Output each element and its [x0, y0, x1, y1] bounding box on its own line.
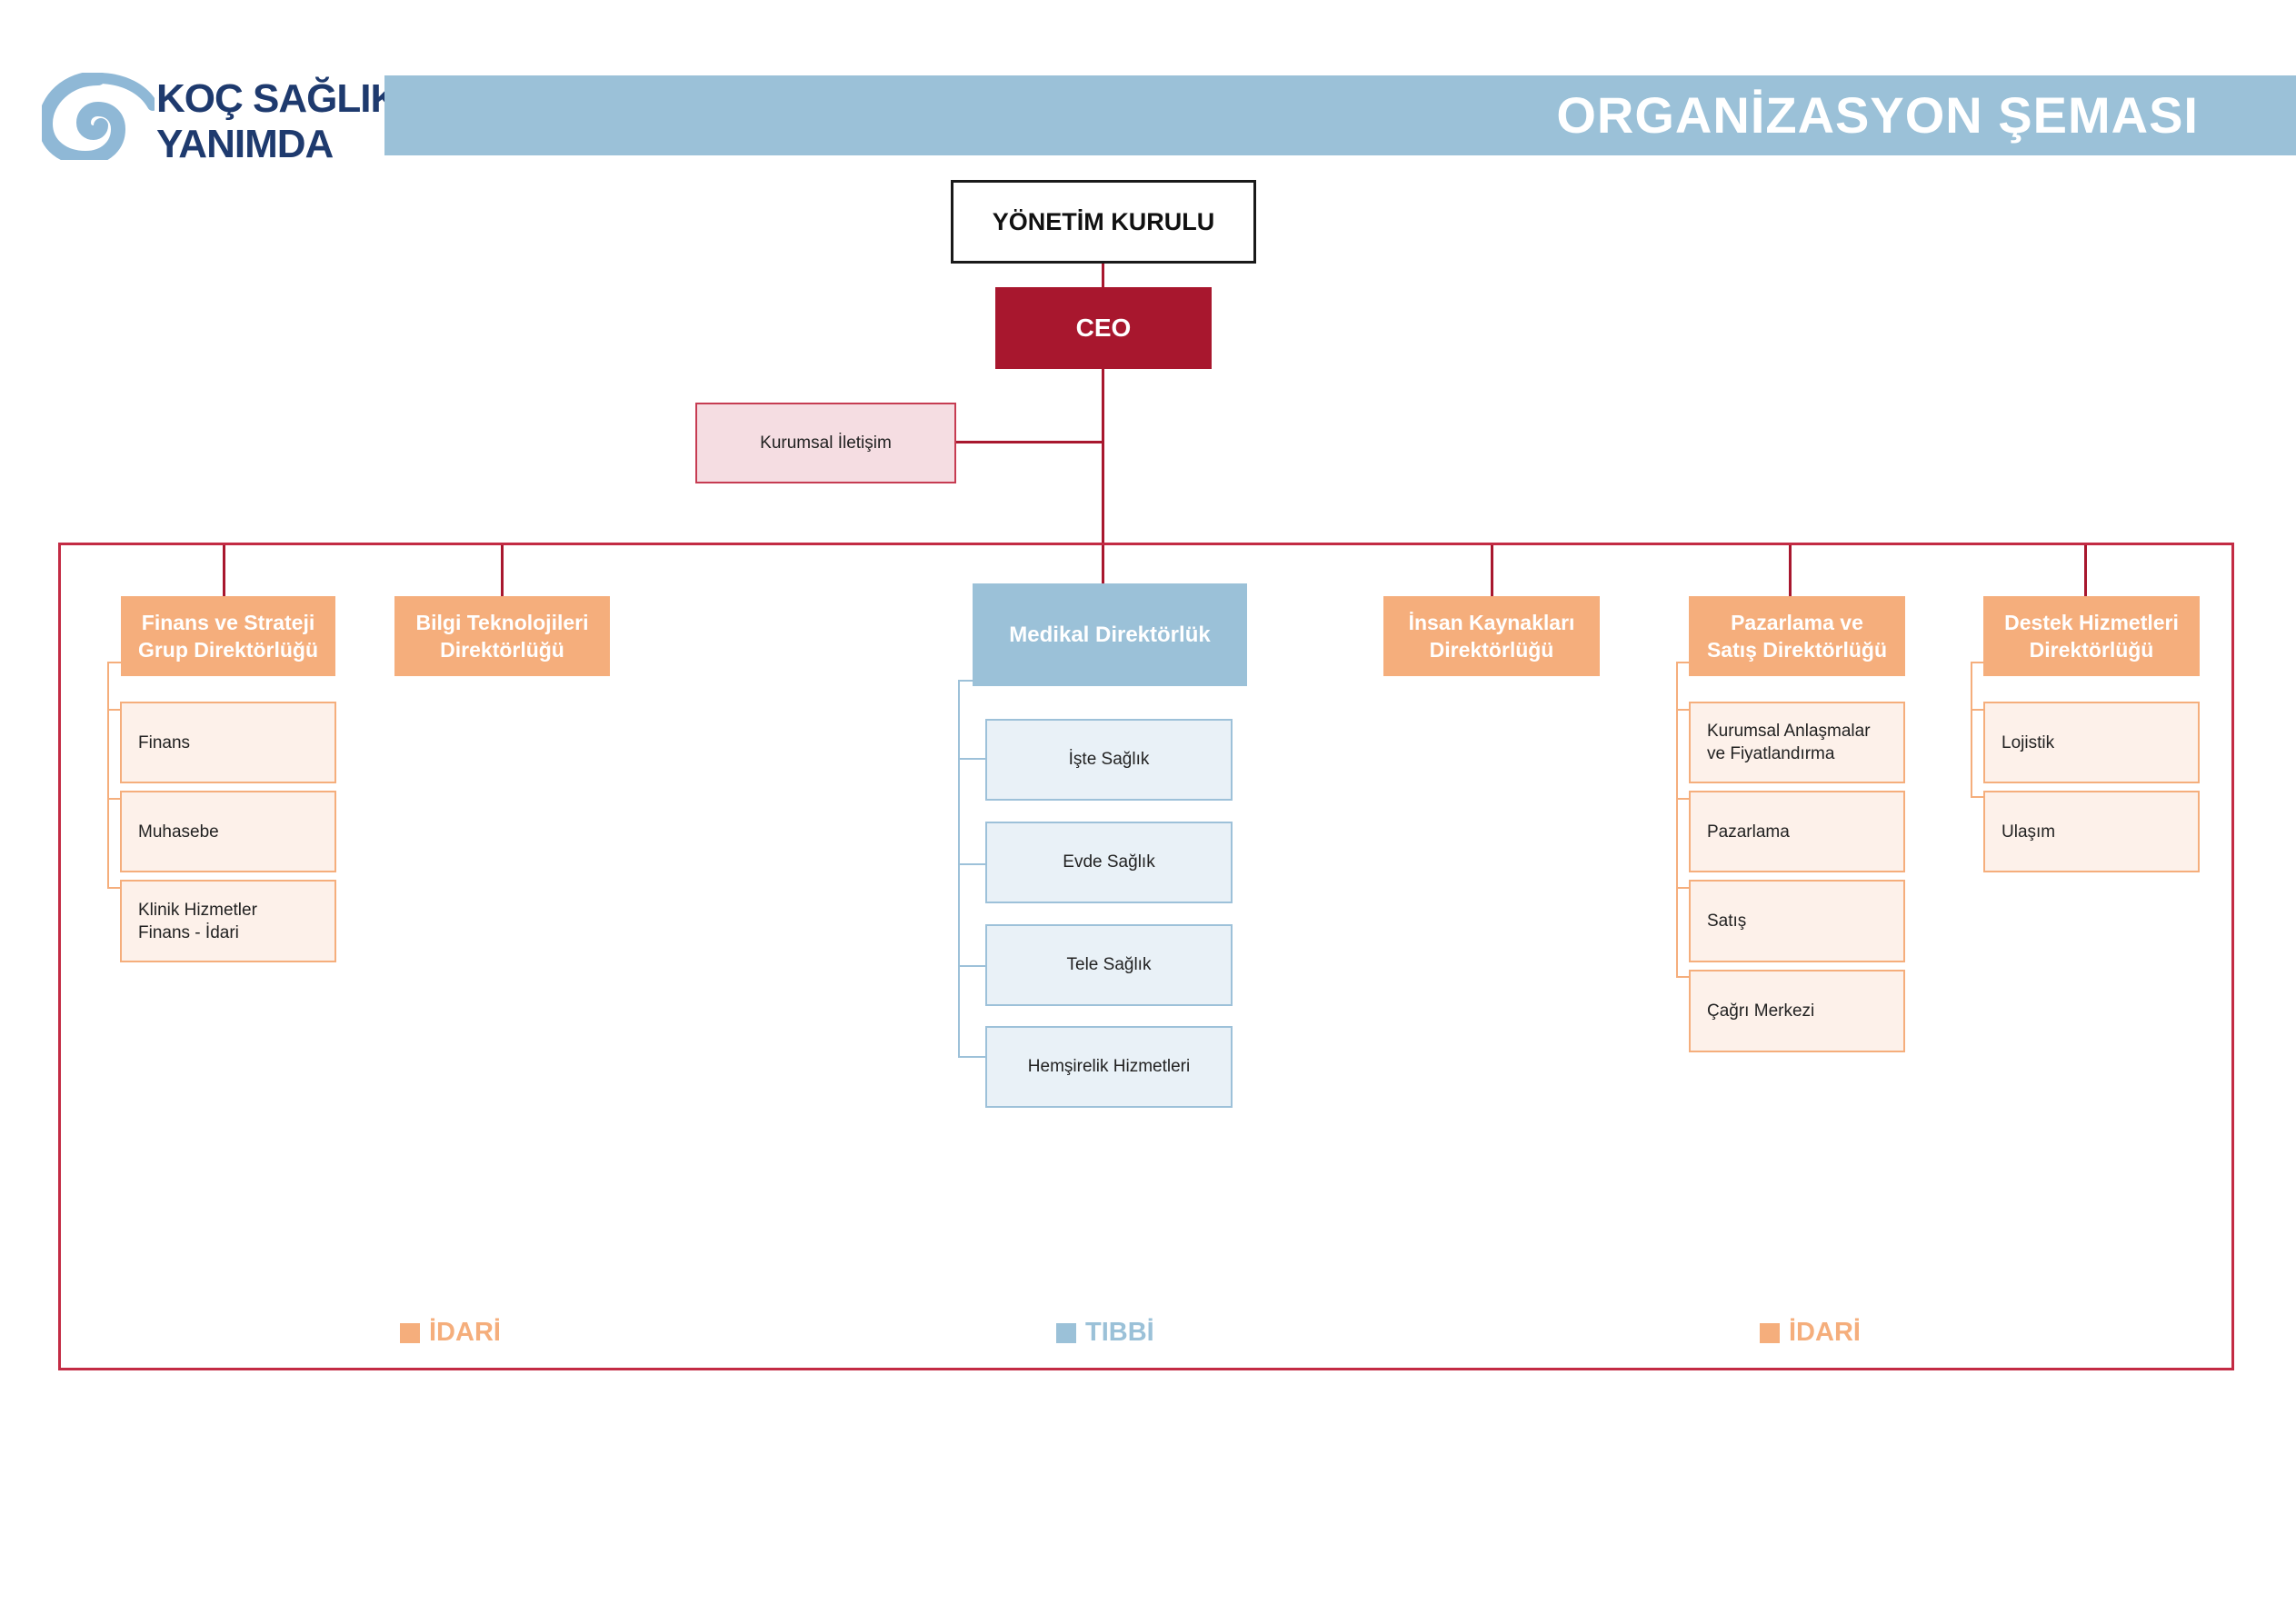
corporate-agreements-unit-box: Kurumsal Anlaşmalar ve Fiyatlandırma — [1689, 702, 1905, 783]
finance-drop-connector — [223, 543, 225, 596]
support-bracket-tick — [1971, 662, 1983, 663]
clinical-finance-unit-box: Klinik Hizmetler Finans - İdari — [120, 880, 336, 962]
page-title: ORGANİZASYON ŞEMASI — [1556, 86, 2199, 144]
sales-unit-box: Satış — [1689, 880, 1905, 962]
legend-label: İDARİ — [429, 1318, 501, 1347]
finance-bracket-tick — [107, 887, 121, 889]
tele-health-unit-box: Tele Sağlık — [985, 924, 1233, 1006]
marketing-unit-box: Pazarlama — [1689, 791, 1905, 872]
call-center-unit-box: Çağrı Merkezi — [1689, 970, 1905, 1052]
medical-drop-connector — [1102, 543, 1104, 583]
it-drop-connector — [501, 543, 504, 596]
legend-idari-left: İDARİ — [400, 1318, 501, 1348]
hr-directorate-box: İnsan Kaynakları Direktörlüğü — [1383, 596, 1600, 676]
marketing-drop-connector — [1789, 543, 1792, 596]
support-bracket-tick — [1971, 796, 1983, 798]
hr-drop-connector — [1491, 543, 1493, 596]
accounting-unit-box: Muhasebe — [120, 791, 336, 872]
marketing-directorate-box: Pazarlama ve Satış Direktörlüğü — [1689, 596, 1905, 676]
legend-swatch — [400, 1322, 420, 1343]
medical-bracket-tick — [958, 758, 986, 760]
spiral-shell-icon — [42, 73, 155, 160]
finance-directorate-box: Finans ve Strateji Grup Direktörlüğü — [121, 596, 335, 676]
marketing-bracket-tick — [1676, 798, 1689, 800]
marketing-bracket-line — [1676, 662, 1678, 978]
brand-logo: KOÇ SAĞLIK YANIMDA — [156, 76, 399, 167]
corporate-communication-box: Kurumsal İletişim — [695, 403, 956, 483]
support-drop-connector — [2084, 543, 2087, 596]
legend-label: TIBBİ — [1085, 1318, 1154, 1347]
it-directorate-box: Bilgi Teknolojileri Direktörlüğü — [394, 596, 610, 676]
board-of-directors-box: YÖNETİM KURULU — [951, 180, 1256, 264]
support-directorate-box: Destek Hizmetleri Direktörlüğü — [1983, 596, 2200, 676]
logistics-unit-box: Lojistik — [1983, 702, 2200, 783]
legend-idari-right: İDARİ — [1760, 1318, 1861, 1348]
board-ceo-connector — [1102, 264, 1104, 287]
ceo-trunk-connector — [1102, 369, 1104, 543]
finance-unit-box: Finans — [120, 702, 336, 783]
marketing-bracket-tick — [1676, 662, 1689, 663]
legend-swatch — [1760, 1322, 1780, 1343]
medical-bracket-tick — [958, 1056, 986, 1058]
brand-logo-line2: YANIMDA — [156, 122, 334, 166]
transportation-unit-box: Ulaşım — [1983, 791, 2200, 872]
corp-comm-connector — [956, 441, 1103, 443]
ceo-box: CEO — [995, 287, 1212, 369]
finance-bracket-line — [107, 662, 109, 889]
support-bracket-line — [1971, 662, 1972, 798]
finance-bracket-tick — [107, 709, 121, 711]
brand-logo-line1: KOÇ SAĞLIK — [156, 76, 399, 121]
marketing-bracket-tick — [1676, 709, 1689, 711]
title-bar: ORGANİZASYON ŞEMASI — [384, 75, 2296, 155]
medical-bracket-tick — [958, 863, 986, 865]
legend-swatch — [1056, 1322, 1076, 1343]
legend-tibbi: TIBBİ — [1056, 1318, 1154, 1348]
finance-bracket-tick — [107, 798, 121, 800]
marketing-bracket-tick — [1676, 887, 1689, 889]
legend-label: İDARİ — [1789, 1318, 1861, 1347]
directorates-frame — [58, 543, 2234, 1370]
medical-bracket-tick — [958, 680, 973, 682]
medical-bracket-tick — [958, 965, 986, 967]
marketing-bracket-tick — [1676, 976, 1689, 978]
home-health-unit-box: Evde Sağlık — [985, 822, 1233, 903]
medical-directorate-box: Medikal Direktörlük — [973, 583, 1247, 686]
medical-bracket-line — [958, 680, 960, 1058]
nursing-services-unit-box: Hemşirelik Hizmetleri — [985, 1026, 1233, 1108]
finance-bracket-tick — [107, 662, 121, 663]
occupational-health-unit-box: İşte Sağlık — [985, 719, 1233, 801]
support-bracket-tick — [1971, 709, 1983, 711]
